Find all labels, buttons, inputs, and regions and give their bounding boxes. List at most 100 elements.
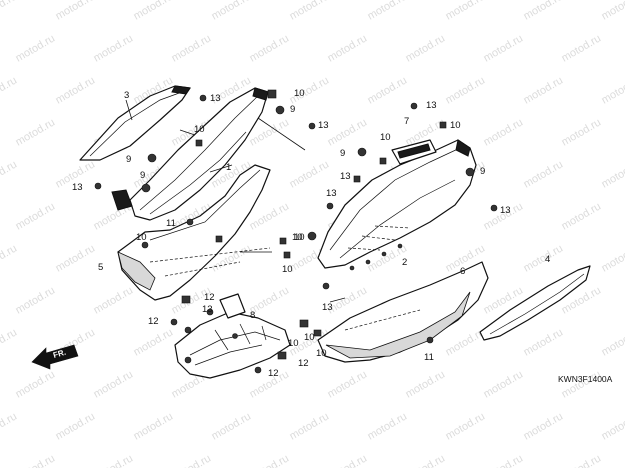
- watermark-text: motod.ru: [0, 158, 19, 190]
- callout-10: 10: [136, 232, 147, 243]
- watermark-text: motod.ru: [522, 326, 566, 358]
- fasteners: [94, 89, 498, 374]
- screw-icon: [141, 241, 149, 249]
- screw-icon: [199, 94, 207, 102]
- watermark-text: motod.ru: [92, 32, 136, 64]
- screw-icon: [465, 167, 475, 177]
- watermark-text: motod.ru: [14, 116, 58, 148]
- callout-9: 9: [480, 166, 485, 177]
- callout-10: 10: [292, 232, 303, 243]
- watermark-text: motod.ru: [210, 410, 254, 442]
- watermark-text: motod.ru: [522, 0, 566, 23]
- watermark-text: motod.ru: [444, 410, 488, 442]
- callout-13: 13: [318, 120, 329, 131]
- clip-icon: [283, 251, 291, 259]
- callout-3: 3: [124, 90, 129, 101]
- callout-13: 13: [326, 188, 337, 199]
- callout-10: 10: [380, 132, 391, 143]
- assembly-lines: [179, 117, 346, 303]
- callout-13: 13: [72, 182, 83, 193]
- clip-icon: [379, 157, 387, 165]
- watermark-text: motod.ru: [600, 74, 625, 106]
- watermark-text: motod.ru: [132, 326, 176, 358]
- watermark-text: motod.ru: [92, 452, 136, 468]
- screw-icon: [490, 204, 498, 212]
- callout-10: 10: [450, 120, 461, 131]
- watermark-text: motod.ru: [14, 32, 58, 64]
- clip-icon: [195, 139, 203, 147]
- watermark-text: motod.ru: [288, 0, 332, 23]
- callout-5: 5: [98, 262, 103, 273]
- callout-9: 9: [290, 104, 295, 115]
- clip-icon: [439, 121, 447, 129]
- callout-10: 10: [316, 348, 327, 359]
- screw-icon: [184, 326, 192, 334]
- watermark-text: motod.ru: [366, 0, 410, 23]
- watermark-text: motod.ru: [0, 242, 19, 274]
- callout-12: 12: [268, 368, 279, 379]
- callout-12: 12: [148, 316, 159, 327]
- watermark-text: motod.ru: [132, 0, 176, 23]
- watermark-text: motod.ru: [522, 158, 566, 190]
- part-1-left-body-cover: [111, 87, 269, 221]
- watermark-text: motod.ru: [444, 74, 488, 106]
- watermark-text: motod.ru: [404, 368, 448, 400]
- clip-icon: [277, 351, 287, 360]
- callout-13: 13: [500, 205, 511, 216]
- watermark-text: motod.ru: [444, 0, 488, 23]
- clip-icon: [279, 237, 287, 245]
- watermark-text: motod.ru: [92, 284, 136, 316]
- part-2-right-body-cover: [317, 139, 477, 271]
- watermark-text: motod.ru: [482, 452, 526, 468]
- part-7-bracket: [391, 139, 437, 165]
- watermark-text: motod.ru: [560, 452, 604, 468]
- callout-10: 10: [288, 338, 299, 349]
- callout-6: 6: [460, 266, 465, 277]
- watermark-text: motod.ru: [248, 452, 292, 468]
- front-direction-arrow: FR.: [31, 344, 79, 370]
- callouts: 3 13 10 9 13 10 9 1 9 13 11 10 5 10 10 1…: [72, 88, 550, 379]
- watermark-text: motod.ru: [92, 368, 136, 400]
- watermark-text: motod.ru: [54, 410, 98, 442]
- callout-11: 11: [166, 218, 176, 229]
- watermark-text: motod.ru: [560, 116, 604, 148]
- watermark-text: motod.ru: [600, 326, 625, 358]
- screw-icon: [357, 147, 367, 157]
- part-5-left-floor-panel: [117, 164, 271, 304]
- watermark-text: motod.ru: [170, 32, 214, 64]
- watermark-text: motod.ru: [54, 0, 98, 23]
- callout-10: 10: [294, 232, 305, 243]
- screw-icon: [275, 105, 285, 115]
- watermark-text: motod.ru: [366, 74, 410, 106]
- screw-icon: [326, 202, 334, 210]
- screw-icon: [307, 231, 317, 241]
- clip-icon: [141, 183, 151, 193]
- watermark-text: motod.ru: [14, 368, 58, 400]
- callout-10: 10: [304, 332, 315, 343]
- callout-13: 13: [322, 302, 333, 313]
- screw-icon: [308, 122, 316, 130]
- callout-12: 12: [298, 358, 309, 369]
- watermark-text: motod.ru: [326, 452, 370, 468]
- callout-7: 7: [404, 116, 409, 127]
- screw-icon: [410, 102, 418, 110]
- right-cover-holes: [349, 243, 403, 271]
- part-3-side-cover-strip: [79, 85, 191, 161]
- callout-10: 10: [194, 124, 205, 135]
- screw-icon: [426, 336, 434, 344]
- diagram-code: KWN3F1400A: [558, 374, 613, 384]
- watermark-text: motod.ru: [522, 410, 566, 442]
- callout-13: 13: [426, 100, 437, 111]
- callout-8: 8: [250, 310, 255, 321]
- watermark-text: motod.ru: [522, 242, 566, 274]
- callout-1: 1: [226, 162, 231, 173]
- screw-icon: [267, 89, 277, 99]
- screw-icon: [94, 182, 102, 190]
- part-4-right-strip: [479, 265, 591, 341]
- callout-9: 9: [340, 148, 345, 159]
- screw-icon: [254, 366, 262, 374]
- screw-icon: [206, 308, 214, 316]
- watermark-text: motod.ru: [366, 410, 410, 442]
- part-6-right-floor-panel: [299, 261, 489, 363]
